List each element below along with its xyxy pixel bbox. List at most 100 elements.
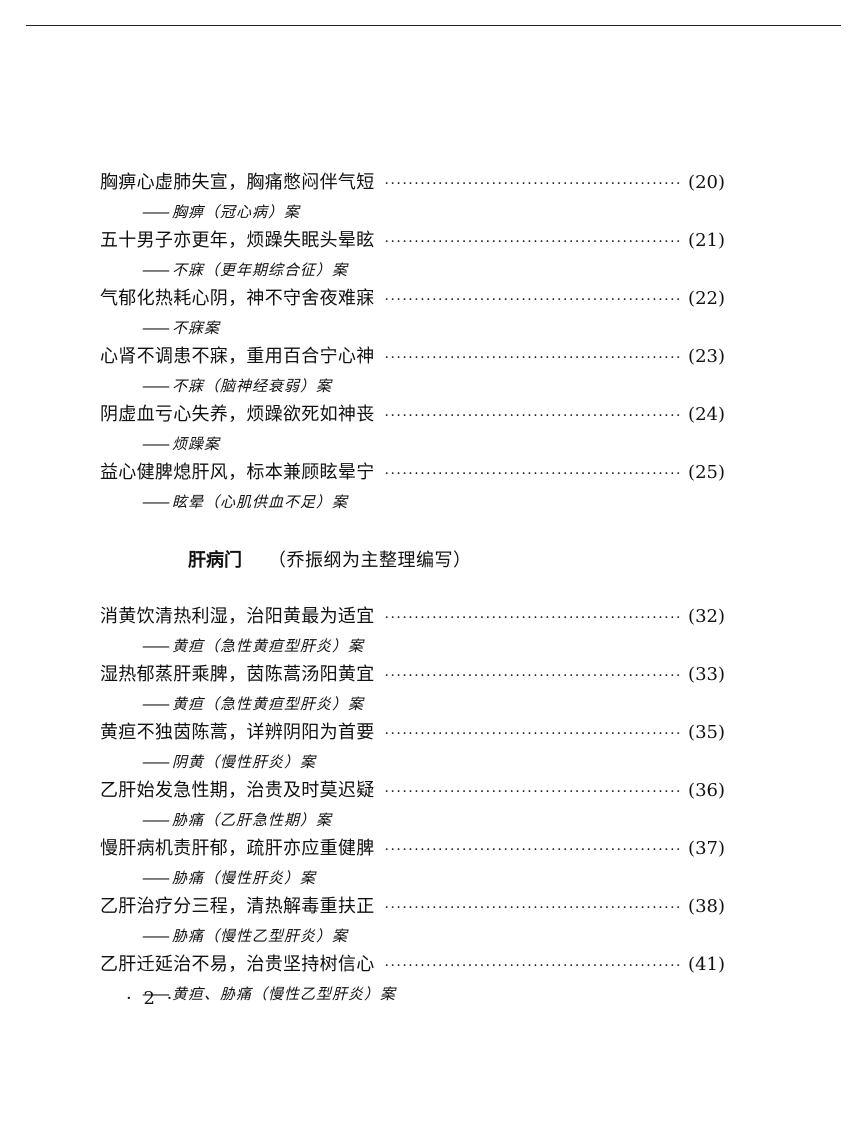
toc-entry-line[interactable]: 心肾不调患不寐，重用百合宁心神 (23) — [100, 342, 725, 372]
toc-entry: 消黄饮清热利湿，治阳黄最为适宜 (32) ——黄疸（急性黄疸型肝炎）案 — [100, 602, 725, 660]
page-number: (21) — [688, 230, 725, 251]
section-heading-note: （乔振纲为主整理编写） — [268, 550, 472, 571]
em-dash: —— — [142, 985, 170, 1003]
toc-entry: 湿热郁蒸肝乘脾，茵陈蒿汤阳黄宜 (33) ——黄疸（急性黄疸型肝炎）案 — [100, 660, 725, 718]
entry-subtitle: 胸痹（冠心病）案 — [172, 203, 301, 221]
em-dash: —— — [142, 695, 170, 713]
dot-leader — [385, 661, 681, 691]
entry-subtitle: 黄疸、胁痛（慢性乙型肝炎）案 — [172, 985, 397, 1003]
toc-entry-line[interactable]: 消黄饮清热利湿，治阳黄最为适宜 (32) — [100, 602, 725, 632]
entry-title: 乙肝始发急性期，治贵及时莫迟疑 — [100, 780, 375, 801]
toc-entry-line[interactable]: 黄疸不独茵陈蒿，详辨阴阳为首要 (35) — [100, 718, 725, 748]
entry-subtitle-line: ——眩晕（心肌供血不足）案 — [100, 488, 725, 516]
entry-subtitle-line: ——胁痛（慢性乙型肝炎）案 — [100, 922, 725, 950]
entry-subtitle: 胁痛（乙肝急性期）案 — [172, 811, 333, 829]
entry-subtitle-line: ——不寐（更年期综合征）案 — [100, 256, 725, 284]
toc-entry-line[interactable]: 慢肝病机责肝郁，疏肝亦应重健脾 (37) — [100, 834, 725, 864]
em-dash: —— — [142, 869, 170, 887]
entry-subtitle: 烦躁案 — [172, 435, 221, 453]
entry-title: 气郁化热耗心阴，神不守舍夜难寐 — [100, 288, 375, 309]
entry-title: 阴虚血亏心失养，烦躁欲死如神丧 — [100, 404, 375, 425]
dot-leader — [385, 951, 681, 981]
entry-subtitle: 不寐（更年期综合征）案 — [172, 261, 349, 279]
page-number: (23) — [688, 346, 725, 367]
entry-subtitle-line: ——黄疸（急性黄疸型肝炎）案 — [100, 690, 725, 718]
em-dash: —— — [142, 637, 170, 655]
entry-title: 消黄饮清热利湿，治阳黄最为适宜 — [100, 606, 375, 627]
em-dash: —— — [142, 203, 170, 221]
toc-entry: 黄疸不独茵陈蒿，详辨阴阳为首要 (35) ——阴黄（慢性肝炎）案 — [100, 718, 725, 776]
toc-entry: 乙肝迁延治不易，治贵坚持树信心 (41) ——黄疸、胁痛（慢性乙型肝炎）案 — [100, 950, 725, 1008]
toc-entry-line[interactable]: 乙肝治疗分三程，清热解毒重扶正 (38) — [100, 892, 725, 922]
entry-title: 胸痹心虚肺失宣，胸痛憋闷伴气短 — [100, 172, 375, 193]
dot-leader — [385, 343, 681, 373]
dot-leader — [385, 401, 681, 431]
toc-entry: 乙肝始发急性期，治贵及时莫迟疑 (36) ——胁痛（乙肝急性期）案 — [100, 776, 725, 834]
em-dash: —— — [142, 377, 170, 395]
toc-entry: 气郁化热耗心阴，神不守舍夜难寐 (22) ——不寐案 — [100, 284, 725, 342]
page-number: (25) — [688, 462, 725, 483]
toc-entry-line[interactable]: 气郁化热耗心阴，神不守舍夜难寐 (22) — [100, 284, 725, 314]
dot-leader — [385, 835, 681, 865]
page-number: (38) — [688, 896, 725, 917]
entry-title: 乙肝迁延治不易，治贵坚持树信心 — [100, 954, 375, 975]
entry-title: 心肾不调患不寐，重用百合宁心神 — [100, 346, 375, 367]
toc-section-liver: 消黄饮清热利湿，治阳黄最为适宜 (32) ——黄疸（急性黄疸型肝炎）案 湿热郁蒸… — [100, 602, 725, 1008]
toc-entry-line[interactable]: 乙肝迁延治不易，治贵坚持树信心 (41) — [100, 950, 725, 980]
entry-subtitle-line: ——不寐（脑神经衰弱）案 — [100, 372, 725, 400]
dot-leader — [385, 603, 681, 633]
table-of-contents: 胸痹心虚肺失宣，胸痛憋闷伴气短 (20) ——胸痹（冠心病）案 五十男子亦更年，… — [100, 168, 725, 1008]
entry-subtitle-line: ——黄疸（急性黄疸型肝炎）案 — [100, 632, 725, 660]
page-number: (36) — [688, 780, 725, 801]
top-rule — [26, 25, 841, 26]
entry-title: 乙肝治疗分三程，清热解毒重扶正 — [100, 896, 375, 917]
page-number: (33) — [688, 664, 725, 685]
em-dash: —— — [142, 261, 170, 279]
entry-title: 五十男子亦更年，烦躁失眠头晕眩 — [100, 230, 375, 251]
toc-entry-line[interactable]: 胸痹心虚肺失宣，胸痛憋闷伴气短 (20) — [100, 168, 725, 198]
dot-leader — [385, 893, 681, 923]
dot-leader — [385, 459, 681, 489]
page-number: (35) — [688, 722, 725, 743]
toc-entry-line[interactable]: 五十男子亦更年，烦躁失眠头晕眩 (21) — [100, 226, 725, 256]
entry-subtitle-line: ——胁痛（乙肝急性期）案 — [100, 806, 725, 834]
dot-leader — [385, 719, 681, 749]
entry-subtitle: 黄疸（急性黄疸型肝炎）案 — [172, 695, 365, 713]
section-heading: 肝病门 （乔振纲为主整理编写） — [100, 516, 725, 602]
entry-subtitle-line: ——阴黄（慢性肝炎）案 — [100, 748, 725, 776]
page-number: (22) — [688, 288, 725, 309]
toc-entry: 益心健脾熄肝风，标本兼顾眩晕宁 (25) ——眩晕（心肌供血不足）案 — [100, 458, 725, 516]
em-dash: —— — [142, 493, 170, 511]
dot-leader — [385, 777, 681, 807]
entry-subtitle: 不寐案 — [172, 319, 221, 337]
dot-leader — [385, 169, 681, 199]
toc-entry-line[interactable]: 益心健脾熄肝风，标本兼顾眩晕宁 (25) — [100, 458, 725, 488]
page-number: (41) — [688, 954, 725, 975]
em-dash: —— — [142, 927, 170, 945]
entry-subtitle: 不寐（脑神经衰弱）案 — [172, 377, 333, 395]
toc-entry: 心肾不调患不寐，重用百合宁心神 (23) ——不寐（脑神经衰弱）案 — [100, 342, 725, 400]
em-dash: —— — [142, 435, 170, 453]
em-dash: —— — [142, 319, 170, 337]
toc-entry: 阴虚血亏心失养，烦躁欲死如神丧 (24) ——烦躁案 — [100, 400, 725, 458]
section-heading-title: 肝病门 — [188, 550, 242, 571]
toc-entry-line[interactable]: 阴虚血亏心失养，烦躁欲死如神丧 (24) — [100, 400, 725, 430]
entry-title: 慢肝病机责肝郁，疏肝亦应重健脾 — [100, 838, 375, 859]
toc-entry: 乙肝治疗分三程，清热解毒重扶正 (38) ——胁痛（慢性乙型肝炎）案 — [100, 892, 725, 950]
entry-title: 黄疸不独茵陈蒿，详辨阴阳为首要 — [100, 722, 375, 743]
toc-entry: 慢肝病机责肝郁，疏肝亦应重健脾 (37) ——胁痛（慢性肝炎）案 — [100, 834, 725, 892]
page-footer-number: · 2 · — [126, 988, 176, 1009]
entry-subtitle: 黄疸（急性黄疸型肝炎）案 — [172, 637, 365, 655]
entry-title: 湿热郁蒸肝乘脾，茵陈蒿汤阳黄宜 — [100, 664, 375, 685]
em-dash: —— — [142, 811, 170, 829]
entry-subtitle: 胁痛（慢性乙型肝炎）案 — [172, 927, 349, 945]
entry-subtitle: 胁痛（慢性肝炎）案 — [172, 869, 317, 887]
entry-subtitle-line: ——不寐案 — [100, 314, 725, 342]
toc-entry-line[interactable]: 乙肝始发急性期，治贵及时莫迟疑 (36) — [100, 776, 725, 806]
toc-entry: 五十男子亦更年，烦躁失眠头晕眩 (21) ——不寐（更年期综合征）案 — [100, 226, 725, 284]
toc-entry: 胸痹心虚肺失宣，胸痛憋闷伴气短 (20) ——胸痹（冠心病）案 — [100, 168, 725, 226]
dot-leader — [385, 227, 681, 257]
entry-subtitle-line: ——胁痛（慢性肝炎）案 — [100, 864, 725, 892]
dot-leader — [385, 285, 681, 315]
toc-entry-line[interactable]: 湿热郁蒸肝乘脾，茵陈蒿汤阳黄宜 (33) — [100, 660, 725, 690]
